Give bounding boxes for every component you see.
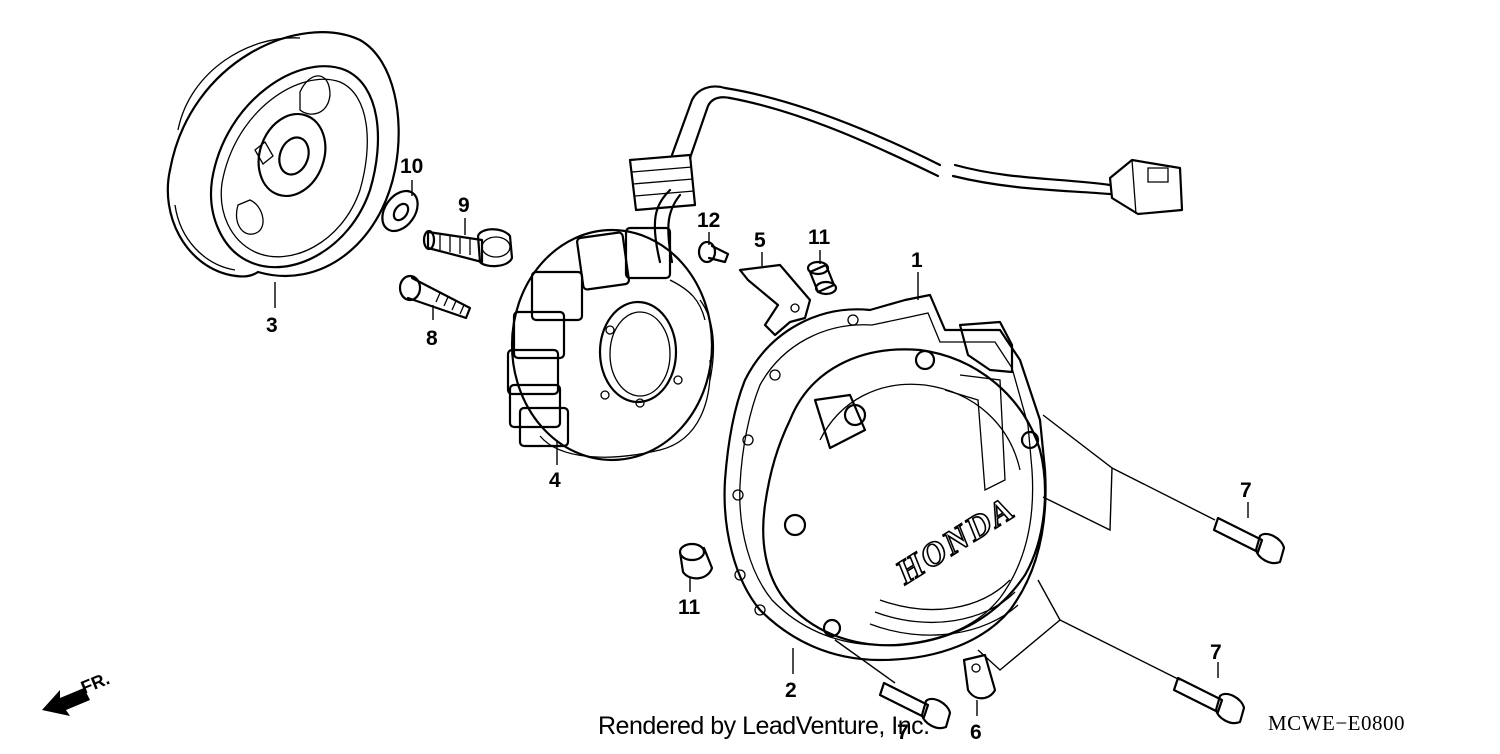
cover-brand-text: HONDA	[889, 490, 1022, 592]
callout-6: 6	[970, 721, 982, 744]
stator-bolt-part[interactable]	[398, 274, 472, 320]
callout-11-lower: 11	[678, 596, 701, 619]
cover-bolt-bottom-part[interactable]	[878, 681, 952, 730]
callout-12: 12	[697, 209, 720, 232]
front-arrow-icon	[42, 688, 90, 716]
front-direction-marker: FR.	[42, 668, 112, 716]
flywheel-bolt-part[interactable]	[422, 228, 514, 268]
callout-9: 9	[458, 194, 470, 217]
cable-clip-part[interactable]	[962, 653, 997, 700]
assembly-leader-lines	[834, 414, 1216, 684]
flywheel-part[interactable]	[166, 31, 400, 278]
callout-7-right-upper: 7	[1240, 479, 1252, 502]
diagram-code: MCWE−E0800	[1268, 711, 1405, 735]
wire-harness-part[interactable]	[628, 85, 1184, 264]
callout-11-upper: 11	[808, 226, 831, 249]
callout-7-right-lower: 7	[1210, 641, 1222, 664]
clamp-part[interactable]	[738, 263, 812, 337]
dowel-pin-upper-part[interactable]	[806, 260, 838, 296]
generator-cover-part[interactable]	[723, 293, 1047, 662]
washer-part[interactable]	[375, 184, 425, 237]
credit-text: Rendered by LeadVenture, Inc.	[598, 712, 930, 740]
callout-3: 3	[266, 314, 278, 337]
small-screw-part[interactable]	[697, 240, 730, 264]
callout-10: 10	[400, 155, 423, 178]
callout-5: 5	[754, 229, 766, 252]
callout-4: 4	[549, 469, 561, 492]
callout-leaders	[274, 180, 1249, 716]
callout-8: 8	[426, 327, 438, 350]
dowel-pin-lower-part[interactable]	[678, 542, 714, 580]
callout-1: 1	[911, 249, 923, 272]
cover-bolt-right-upper-part[interactable]	[1212, 516, 1286, 565]
callout-2: 2	[785, 679, 797, 702]
callout-7-bottom: 7	[897, 721, 909, 744]
cover-bolt-right-lower-part[interactable]	[1172, 676, 1246, 725]
stator-part[interactable]	[506, 226, 715, 462]
front-label: FR.	[78, 668, 112, 697]
